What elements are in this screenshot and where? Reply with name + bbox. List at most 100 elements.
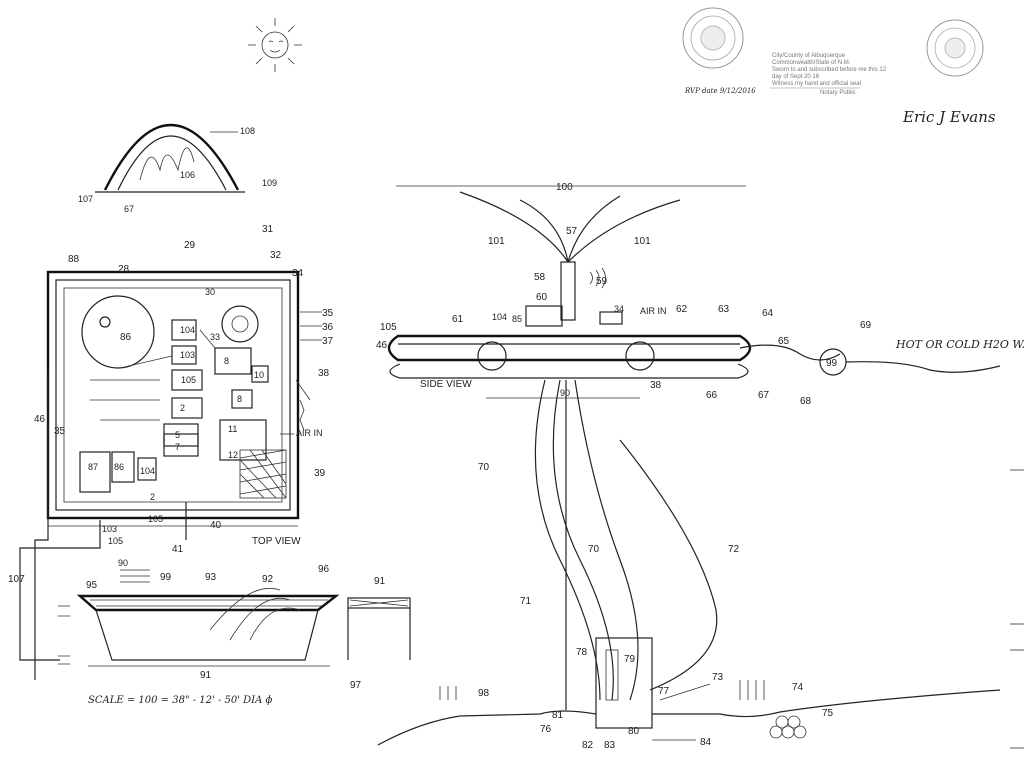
- ref-label: 96: [318, 564, 330, 575]
- ref-label: 58: [534, 272, 546, 283]
- notary-line: Witness my hand and official seal: [772, 81, 861, 87]
- ref-label: 2: [180, 403, 185, 413]
- ref-label: 78: [576, 647, 588, 658]
- ref-label: 90: [118, 558, 128, 568]
- margin-marks: [1010, 469, 1024, 749]
- ref-label: 62: [676, 304, 688, 315]
- ref-label: 104: [492, 312, 507, 322]
- ref-label: 67: [124, 204, 134, 214]
- ref-label: 98: [478, 688, 490, 699]
- ref-label: 10: [254, 370, 264, 380]
- ref-label: 100: [556, 182, 573, 193]
- ref-label: 104: [140, 466, 155, 476]
- ref-label: 88: [68, 254, 80, 265]
- ref-label: 12: [228, 450, 238, 460]
- ref-label: 68: [800, 396, 812, 407]
- ref-label: 2: [150, 492, 155, 502]
- ref-label: 70: [588, 544, 600, 555]
- ref-label: 29: [184, 240, 196, 251]
- date-note: RVP date 9/12/2016: [684, 87, 756, 95]
- ref-label: 83: [604, 740, 616, 751]
- ref-label: 90: [560, 388, 570, 398]
- ref-label: 91: [374, 576, 386, 587]
- base-pump-figure: 70 70 71 72 78 79 77 73 74 75 76 81 82 8…: [377, 379, 1001, 751]
- ref-label: 59: [596, 276, 608, 287]
- ref-label: 80: [628, 726, 640, 737]
- notary-block: City/County of Albuquerque Commonwealth/…: [770, 53, 887, 96]
- water-line-label: HOT OR COLD H2O WATER LINE: [895, 338, 1024, 351]
- ref-label: 36: [322, 322, 334, 333]
- ref-label: 32: [270, 250, 282, 261]
- ref-label: 28: [118, 264, 130, 275]
- ref-label: 91: [200, 670, 212, 681]
- ref-label: 86: [114, 462, 124, 472]
- ref-label: 106: [180, 170, 195, 180]
- scale-note: SCALE = 100 = 38" - 12' - 50' DIA ϕ: [88, 695, 273, 706]
- ref-label: 108: [240, 126, 255, 136]
- ref-label: 35: [322, 308, 334, 319]
- ref-label: 105: [148, 514, 163, 524]
- ref-label: 103: [102, 524, 117, 534]
- top-view-caption: TOP VIEW: [252, 536, 301, 547]
- ref-label: 8: [224, 356, 229, 366]
- ref-label: 76: [540, 724, 552, 735]
- ref-label: 46: [376, 340, 388, 351]
- notary-line: City/County of Albuquerque: [772, 53, 846, 59]
- ref-label: 65: [778, 336, 790, 347]
- ref-label: 87: [88, 462, 98, 472]
- ref-label: 5: [175, 430, 180, 440]
- ref-label: 11: [228, 424, 237, 434]
- ref-label: 77: [658, 686, 670, 697]
- ref-label: 41: [172, 544, 184, 555]
- ref-label: 7: [175, 442, 180, 452]
- ref-label: 107: [78, 194, 93, 204]
- ref-label: 34: [292, 268, 304, 279]
- notary-seal-left: [682, 7, 744, 69]
- top-view-figure: 86 104 103 105 2 5 7 8 8 10 11 12 30 33 …: [19, 224, 334, 680]
- ref-label: 72: [728, 544, 740, 555]
- ref-label: 66: [706, 390, 718, 401]
- ref-label: 57: [566, 226, 578, 237]
- ref-label: 31: [262, 224, 274, 235]
- arch-figure: 108 107 67 106 109: [78, 123, 277, 214]
- ref-label: 104: [180, 325, 195, 335]
- ref-label: 107: [8, 574, 25, 585]
- ref-label: 85: [512, 314, 522, 324]
- notary-line: Commonwealth/State of N.M.: [772, 60, 851, 66]
- ref-label: 109: [262, 178, 277, 188]
- air-in-label: AIR IN: [296, 428, 323, 438]
- ref-label: 99: [826, 358, 838, 369]
- air-in-side-label: AIR IN: [640, 306, 667, 316]
- ref-label: 61: [452, 314, 464, 325]
- ref-label: 82: [582, 740, 594, 751]
- ref-label: 99: [160, 572, 172, 583]
- ref-label: 81: [552, 710, 564, 721]
- notary-seal-right: [926, 19, 984, 77]
- ref-label: 101: [634, 236, 651, 247]
- ref-label: 37: [322, 336, 334, 347]
- side-view-caption: SIDE VIEW: [420, 379, 472, 390]
- ref-label: 105: [181, 375, 196, 385]
- ref-label: 95: [86, 580, 98, 591]
- ref-label: 79: [624, 654, 636, 665]
- ref-label: 70: [478, 462, 490, 473]
- ref-label: 39: [314, 468, 326, 479]
- ref-label: 60: [536, 292, 548, 303]
- ref-label: 40: [210, 520, 222, 531]
- notary-line: Sworn to and subscribed before me this 1…: [772, 67, 887, 73]
- ref-label: 105: [380, 322, 397, 333]
- ref-label: 35: [54, 426, 66, 437]
- ref-label: 64: [762, 308, 774, 319]
- ref-label: 67: [758, 390, 770, 401]
- ref-label: 73: [712, 672, 724, 683]
- ref-label: 93: [205, 572, 217, 583]
- ref-label: 33: [210, 332, 220, 342]
- ref-label: 34: [614, 304, 624, 314]
- side-view-figure: 100 101 57 101 58 59 60 61 104 85 34 AIR…: [376, 182, 1024, 407]
- ref-label: 75: [822, 708, 834, 719]
- ref-label: 69: [860, 320, 872, 331]
- ref-label: 103: [180, 350, 195, 360]
- ref-label: 71: [520, 596, 532, 607]
